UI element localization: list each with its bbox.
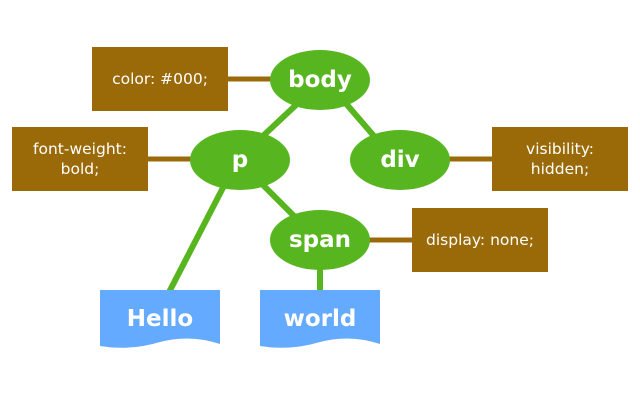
style-box-p: font-weight: bold; xyxy=(12,127,148,191)
text-node-hello-shape xyxy=(100,290,220,348)
node-span-shape xyxy=(270,210,370,270)
style-box-div: visibility: hidden; xyxy=(492,127,628,191)
node-p-shape xyxy=(190,130,290,190)
node-body-shape xyxy=(270,50,370,110)
node-div-shape xyxy=(350,130,450,190)
text-node-world-shape xyxy=(260,290,380,348)
style-box-body: color: #000; xyxy=(92,47,228,111)
edge-p-hello xyxy=(162,176,231,302)
style-box-span: display: none; xyxy=(412,208,548,272)
